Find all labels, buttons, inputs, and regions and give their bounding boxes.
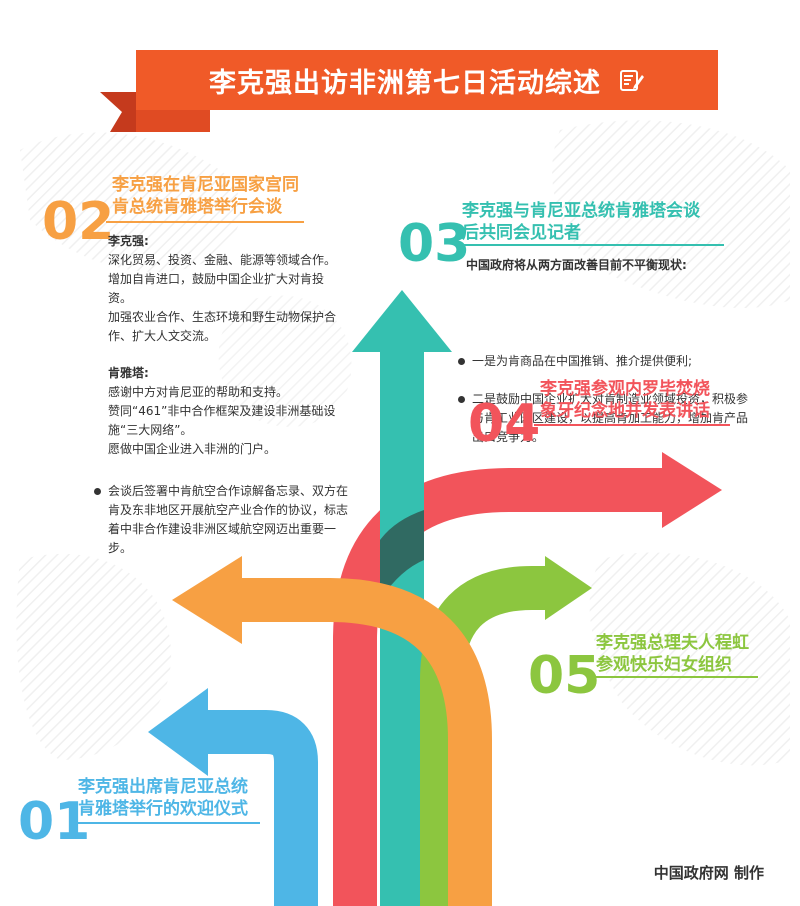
section-05-underline <box>590 676 758 678</box>
li-point-3: 加强农业合作、生态环境和野生动物保护合作、扩大人文交流。 <box>108 310 337 343</box>
section-03-underline <box>456 244 724 246</box>
section-03-bullet-2: 二是鼓励中国企业扩大对肯制造业领域投资，积极参与肯工业园区建设，以提高肯加工能力… <box>458 390 754 447</box>
kenyatta-label: 肯雅塔: <box>108 366 149 380</box>
li-point-2: 增加自肯进口，鼓励中国企业扩大对肯投资。 <box>108 272 325 305</box>
section-04-heading: 李克强参观内罗毕焚烧 象牙纪念地并发表讲话 <box>540 379 710 421</box>
orange-arrow <box>172 556 492 906</box>
edit-note-icon <box>619 67 645 93</box>
section-03-heading: 李克强与肯尼亚总统肯雅塔会谈 后共同会见记者 <box>462 201 700 243</box>
kenyatta-point-3: 愿做中国企业进入非洲的门户。 <box>108 442 277 456</box>
blue-arrow <box>148 688 318 906</box>
section-03-subtitle: 中国政府将从两方面改善目前不平衡现状: <box>466 258 687 272</box>
section-05-number: 05 <box>528 646 601 706</box>
section-01-heading: 李克强出席肯尼亚总统 肯雅塔举行的欢迎仪式 <box>78 777 248 819</box>
section-02-number: 02 <box>42 192 115 252</box>
section-02-heading: 李克强在肯尼亚国家宫同 肯总统肯雅塔举行会谈 <box>112 175 299 217</box>
kenyatta-point-1: 感谢中方对肯尼亚的帮助和支持。 <box>108 385 289 399</box>
section-02-body: 李克强: 深化贸易、投资、金融、能源等领域合作。 增加自肯进口，鼓励中国企业扩大… <box>108 232 336 459</box>
section-04-number: 04 <box>468 394 541 454</box>
section-02-bullet: 会谈后签署中肯航空合作谅解备忘录、双方在肯及东非地区开展航空产业合作的协议，标志… <box>94 482 354 558</box>
li-keqiang-label: 李克强: <box>108 234 149 248</box>
li-point-1: 深化贸易、投资、金融、能源等领域合作。 <box>108 253 337 267</box>
kenyatta-point-2: 赞同“461”非中合作框架及建设非洲基础设施“三大网络”。 <box>108 404 336 437</box>
page-title: 李克强出访非洲第七日活动综述 <box>209 67 601 99</box>
section-01-underline <box>72 822 260 824</box>
section-04-underline <box>534 424 730 426</box>
section-05-heading: 李克强总理夫人程虹 参观快乐妇女组织 <box>596 633 749 675</box>
section-03-bullet-1: 一是为肯商品在中国推销、推介提供便利; <box>458 352 754 371</box>
section-02-underline <box>106 221 304 223</box>
section-03-body: 中国政府将从两方面改善目前不平衡现状: <box>466 256 736 275</box>
title-banner: 李克强出访非洲第七日活动综述 <box>136 50 718 110</box>
credit-text: 中国政府网 制作 <box>653 864 764 882</box>
